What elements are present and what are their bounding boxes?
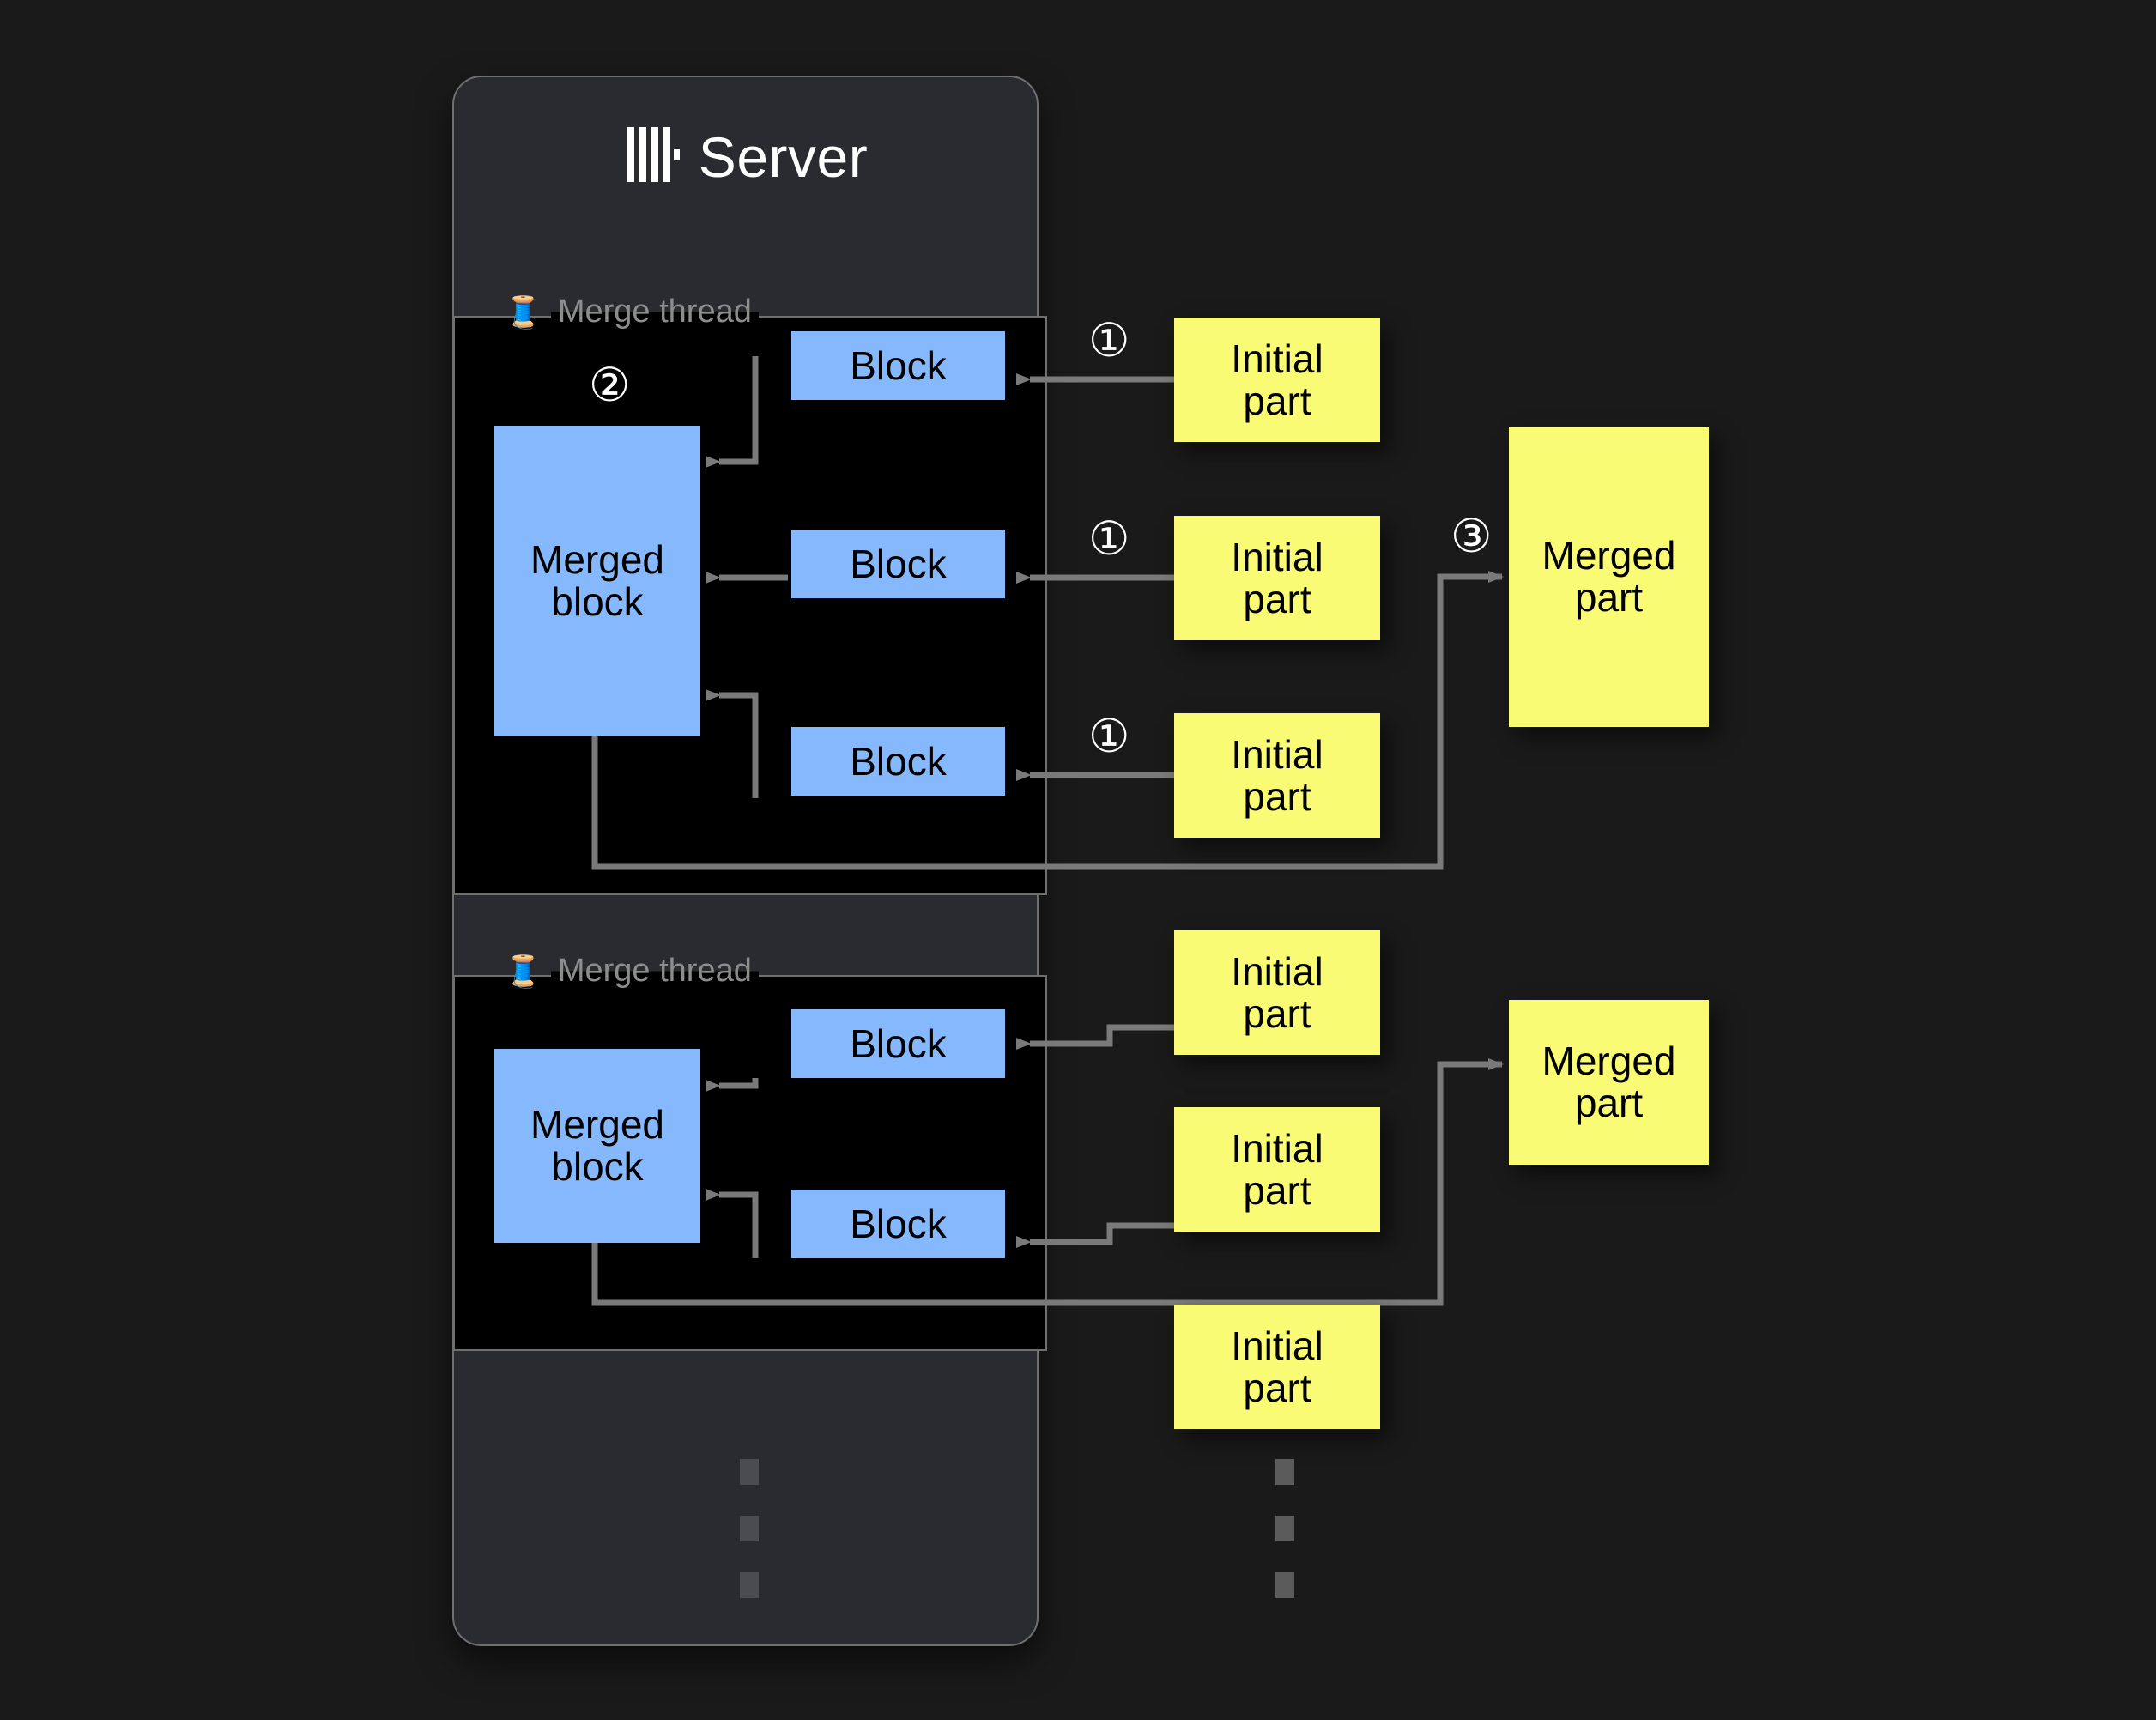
server-title-text: Server [698,125,869,189]
ellipsis-dot [1275,1516,1294,1541]
block-2-1: Block [791,1009,1005,1078]
ellipsis-dot [740,1572,759,1598]
merged-part-1: Merged part [1509,427,1709,727]
initial-part-1: Initial part [1174,318,1380,442]
initial-part-6: Initial part [1174,1305,1380,1429]
merge-thread-label-text: Merge thread [550,953,759,990]
block-1-3: Block [791,727,1005,796]
merged-part-2: Merged part [1509,1000,1709,1165]
step-marker-1-b: ① [1088,513,1130,565]
merged-block-1-line2: block [551,579,644,624]
initial-part-5: Initial part [1174,1107,1380,1232]
server-title: Server [454,124,1040,195]
merged-block-1: Merged block [494,426,700,736]
block-1-2: Block [791,530,1005,598]
merge-thread-label-2: 🧵 Merge thread [504,953,759,990]
thread-spool-icon: 🧵 [504,953,542,989]
ellipsis-dot [1275,1572,1294,1598]
thread-spool-icon: 🧵 [504,294,542,330]
ellipsis-dot [1275,1459,1294,1485]
block-1-1: Block [791,331,1005,400]
step-marker-3: ③ [1450,511,1493,562]
step-marker-1-a: ① [1088,315,1130,366]
merged-block-2-line2: block [551,1144,644,1189]
parts-ellipsis [1275,1459,1294,1598]
initial-part-2: Initial part [1174,516,1380,640]
merged-block-2: Merged block [494,1049,700,1243]
ellipsis-dot [740,1516,759,1541]
panel-ellipsis [740,1459,759,1598]
initial-part-4: Initial part [1174,930,1380,1055]
step-marker-2: ② [589,360,631,411]
merge-thread-label-text: Merge thread [550,294,759,330]
merge-thread-label-1: 🧵 Merge thread [504,294,759,330]
clickhouse-logo-icon [626,127,680,195]
ellipsis-dot [740,1459,759,1485]
block-2-2: Block [791,1190,1005,1258]
initial-part-3: Initial part [1174,713,1380,838]
merged-block-2-line1: Merged [530,1102,664,1148]
step-marker-1-c: ① [1088,711,1130,762]
merged-block-1-line1: Merged [530,537,664,583]
